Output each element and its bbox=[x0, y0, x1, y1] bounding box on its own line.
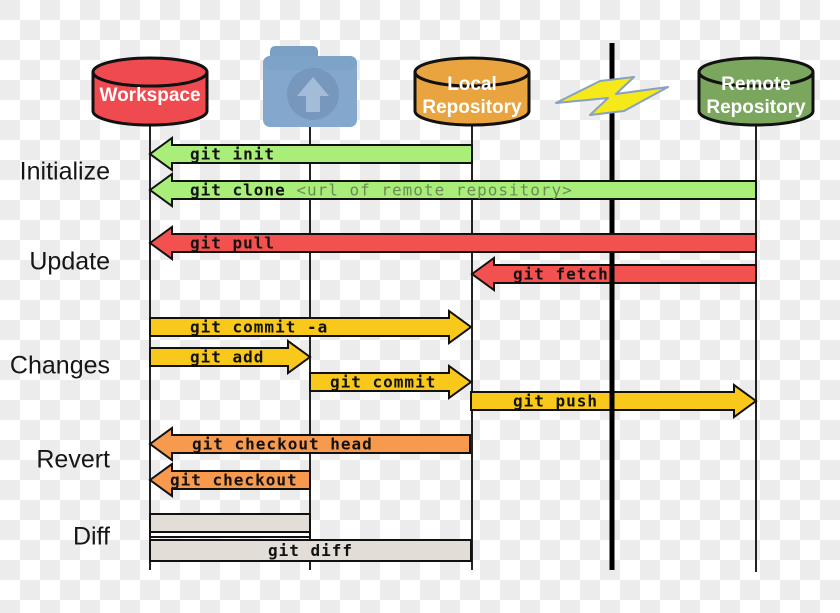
arrow-label-git-checkout: git checkout bbox=[170, 471, 298, 490]
remote-repository-label: Repository bbox=[706, 97, 806, 118]
arrow-label-git-commit: git commit bbox=[330, 373, 436, 392]
diff-bar-0 bbox=[149, 513, 311, 533]
network-lightning-icon bbox=[555, 76, 669, 116]
diff-bar-label-git-diff: git diff bbox=[268, 541, 353, 560]
section-label-initialize: Initialize bbox=[19, 157, 110, 186]
arrow-git-commit-a bbox=[149, 309, 473, 345]
section-label-diff: Diff bbox=[72, 522, 110, 551]
arrow-git-clone bbox=[148, 172, 757, 208]
local-repository-label: Repository bbox=[422, 97, 522, 118]
arrow-git-commit bbox=[309, 364, 473, 400]
workspace-cylinder-top bbox=[91, 56, 209, 88]
arrow-label-git-commit-a: git commit -a bbox=[190, 318, 328, 337]
arrow-label-git-init: git init bbox=[190, 145, 275, 164]
local-repository-label: Local bbox=[447, 74, 497, 95]
arrow-git-init bbox=[148, 136, 473, 172]
section-label-update: Update bbox=[29, 247, 110, 276]
diff-bar-1 bbox=[149, 531, 311, 538]
arrow-label-git-add: git add bbox=[190, 348, 264, 367]
arrow-git-pull bbox=[148, 225, 757, 261]
section-label-changes: Changes bbox=[9, 351, 110, 380]
local-repository-cylinder-top bbox=[413, 56, 531, 88]
arrow-git-add bbox=[149, 339, 312, 375]
index-folder-top-edge bbox=[263, 56, 357, 70]
workspace-label: Workspace bbox=[99, 85, 200, 106]
arrow-label-git-push: git push bbox=[513, 392, 598, 411]
remote-repository-label: Remote bbox=[721, 74, 791, 95]
arrow-label-git-checkout-head: git checkout head bbox=[192, 435, 373, 454]
remote-repository-cylinder-top bbox=[697, 56, 815, 88]
index-up-arrow-icon bbox=[297, 77, 329, 112]
arrow-label-git-clone: git clone <url of remote repository> bbox=[190, 181, 573, 200]
diff-bar-git-diff bbox=[149, 539, 472, 562]
section-label-revert: Revert bbox=[36, 445, 110, 474]
arrow-git-checkout bbox=[148, 462, 311, 498]
arrow-label-git-pull: git pull bbox=[190, 234, 275, 253]
arrow-git-checkout-head bbox=[148, 426, 471, 462]
arrow-label-git-fetch: git fetch bbox=[513, 265, 609, 284]
